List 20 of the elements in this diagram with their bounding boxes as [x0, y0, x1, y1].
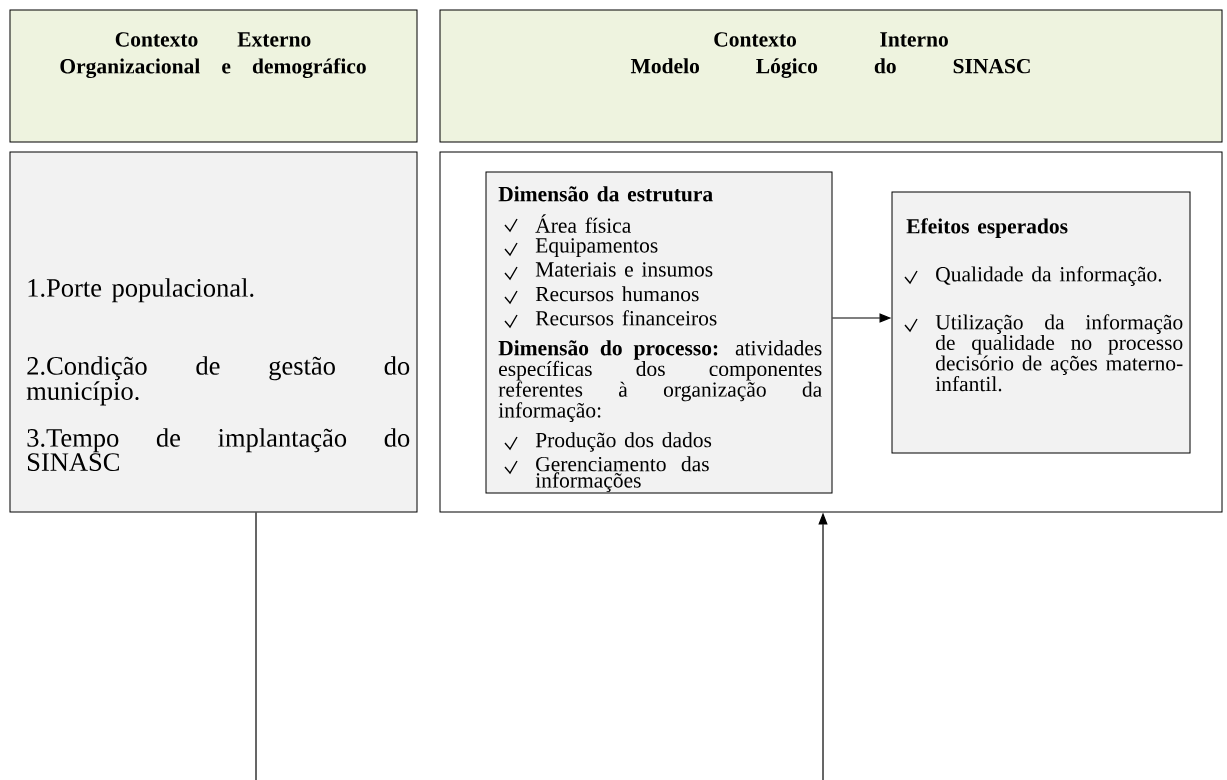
connector-line: [255, 511, 257, 780]
list-item: Gerenciamento das informações: [535, 456, 709, 493]
header-text: Contexto Interno: [714, 32, 948, 47]
header-text: Contexto Externo: [115, 32, 311, 47]
list-item: Produção dos dados: [535, 432, 712, 452]
paragraph: 2.Condição de gestão do município.: [26, 356, 410, 406]
paragraph: Dimensão do processo: atividades específicas dos componentes referentes à organização da informação:: [498, 340, 822, 422]
list-item: Materiais e insumos: [535, 262, 713, 277]
list-item: Equipamentos: [535, 238, 658, 257]
list-item: Recursos financeiros: [535, 310, 717, 326]
paragraph: 3.Tempo de implantação do SINASC: [27, 428, 410, 472]
header-text: Organizacional e demográfico: [60, 58, 366, 79]
heading: Dimensão da estrutura: [498, 186, 713, 202]
list-item: Recursos humanos: [535, 286, 699, 302]
list-item: Área física: [535, 214, 631, 233]
heading: Efeitos esperados: [906, 218, 1068, 238]
header-text: Modelo Lógico do SINASC: [630, 58, 1030, 78]
list-item: Utilização da informação de qualidade no processo decisório de ações materno-infantil.: [935, 314, 1183, 392]
paragraph: 1.Porte populacional.: [28, 278, 254, 303]
list-item: Qualidade da informação.: [936, 266, 1162, 286]
